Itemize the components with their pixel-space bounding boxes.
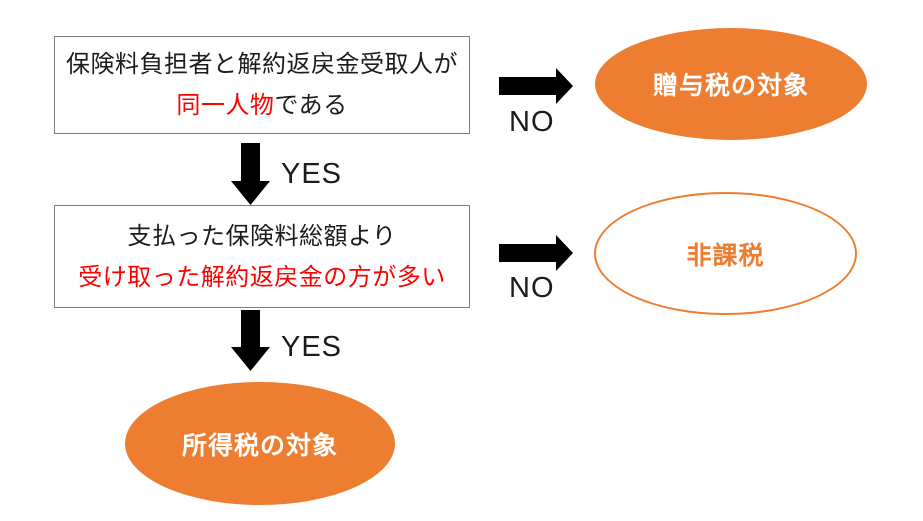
outcome-gift-tax-label: 贈与税の対象 [652, 72, 809, 100]
outcome-income-tax-label: 所得税の対象 [181, 431, 338, 460]
no-label-2: NO [509, 272, 555, 304]
question2-line2-highlight: 受け取った解約返戻金の方が多い [78, 263, 446, 291]
outcome-tax-free-label: 非課税 [686, 241, 765, 270]
question1-line2-highlight: 同一人物 [176, 92, 275, 119]
arrow-down-shape [231, 143, 270, 205]
arrow-down-icon [231, 310, 270, 371]
arrow-right-shape [499, 68, 573, 104]
outcome-tax-free: 非課税 [594, 192, 857, 315]
no-label-1: NO [509, 106, 555, 138]
question1-line2-rest: である [274, 92, 348, 119]
arrow-down-icon [231, 143, 270, 205]
outcome-gift-tax: 贈与税の対象 [595, 28, 867, 140]
arrow-down-shape [231, 310, 270, 371]
question1-line2: 同一人物である [176, 85, 347, 126]
arrow-right-icon [499, 68, 573, 104]
arrow-right-shape [499, 235, 573, 271]
question2-line1: 支払った保険料総額より [127, 222, 397, 250]
arrow-right-icon [499, 235, 573, 271]
outcome-income-tax: 所得税の対象 [125, 382, 395, 505]
question-box-surrender-value: 支払った保険料総額より 受け取った解約返戻金の方が多い [54, 205, 470, 308]
question-box-same-person: 保険料負担者と解約返戻金受取人が 同一人物である [54, 36, 470, 134]
yes-label-1: YES [281, 158, 343, 190]
question1-line1: 保険料負担者と解約返戻金受取人が [66, 51, 458, 78]
yes-label-2: YES [281, 331, 343, 363]
